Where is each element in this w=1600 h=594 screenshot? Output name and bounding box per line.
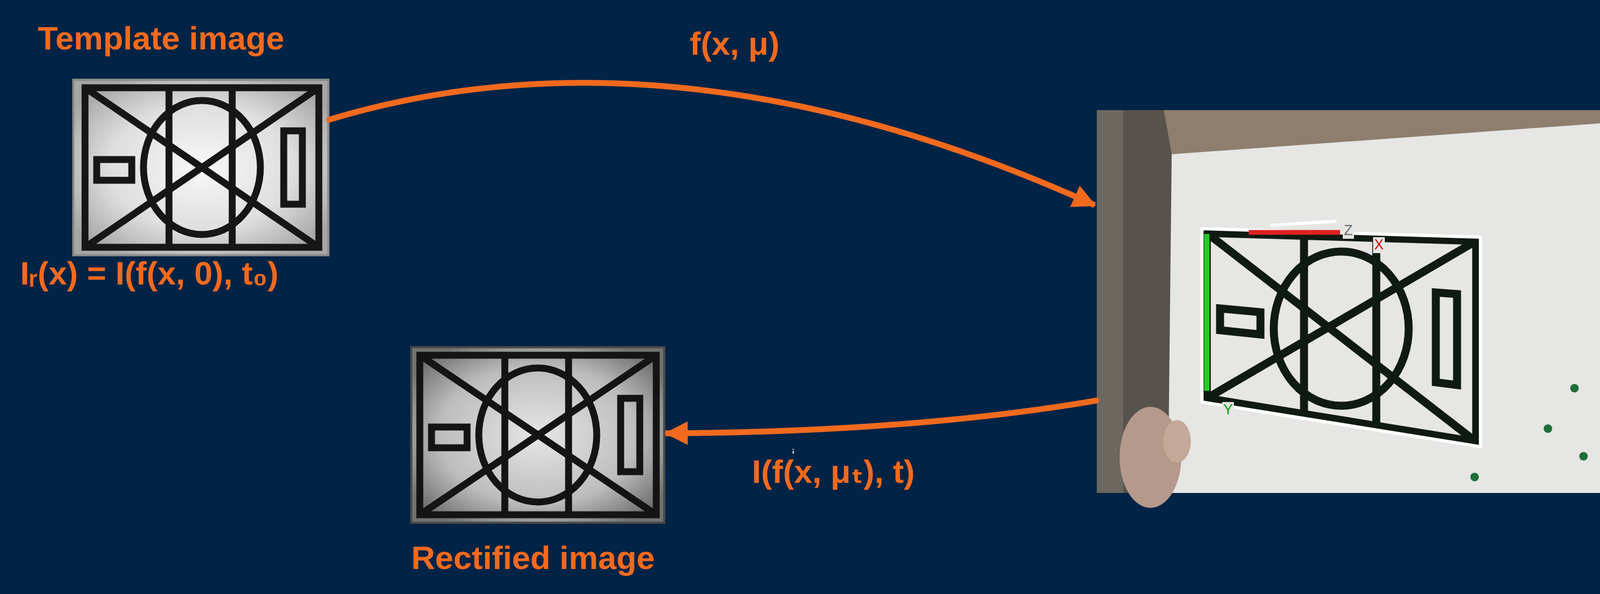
arrow-head [664, 421, 688, 445]
image-heading: Rectified image [411, 539, 655, 576]
camera-frame-node: Z X Y [1096, 109, 1600, 493]
axis-label: Z [1342, 222, 1354, 239]
axis-x-line [1248, 230, 1341, 235]
photo-ground [1096, 109, 1600, 493]
edge-label: f(x, μ) [686, 25, 783, 62]
axis-label: X [1373, 236, 1385, 253]
pattern-diagonal [1206, 240, 1477, 399]
template-picture [73, 79, 329, 256]
pattern-circle [143, 100, 261, 235]
pattern-slot [431, 426, 468, 448]
image-ground [411, 346, 665, 523]
axis-label: Y [1222, 401, 1234, 418]
tracked-outline [1201, 228, 1481, 447]
connector-arrow [328, 82, 1097, 208]
door-frame [1096, 109, 1124, 493]
pattern-circle [478, 367, 597, 502]
image-heading: Template image [37, 20, 285, 57]
pattern-diagonal [85, 87, 319, 248]
marker-dot [1579, 451, 1588, 461]
marker-dot [1570, 383, 1579, 393]
marker-dot [1470, 472, 1479, 481]
marker-dot [1543, 424, 1553, 433]
pattern-diagonal [419, 354, 657, 515]
target-pattern [85, 87, 319, 248]
template-image-node: Template imageIᵣ(x) = I(f(x, 0), t₀) [73, 79, 329, 256]
connector-line [328, 82, 1095, 206]
formula: Iᵣ(x) = I(f(x, 0), t₀) [20, 255, 279, 292]
thumb [1163, 419, 1191, 463]
connector-arrow [664, 400, 1097, 445]
pattern-slot [620, 398, 640, 472]
pattern-frame [419, 354, 657, 515]
rectified-image-node: Rectified image [411, 346, 665, 523]
arrow-head [1070, 185, 1097, 207]
edge-label: I(f(x, μₜ), t) [748, 453, 918, 490]
camera-photo [1096, 109, 1600, 508]
target-pattern [419, 354, 657, 515]
pattern-frame [85, 87, 319, 248]
axis-y-line [1204, 233, 1210, 391]
pattern-diagonal [85, 87, 319, 248]
tracked-outline [1270, 221, 1337, 226]
pattern-diagonal [419, 354, 657, 515]
pattern-slot [96, 159, 132, 181]
white-board [1167, 123, 1600, 493]
rectified-picture [411, 346, 665, 523]
pattern-slot [1220, 308, 1261, 335]
pattern-circle [1273, 251, 1409, 406]
pattern-slot [1435, 292, 1458, 385]
connector-line [665, 400, 1097, 434]
image-ground [73, 79, 329, 256]
pattern-slot [283, 130, 303, 205]
